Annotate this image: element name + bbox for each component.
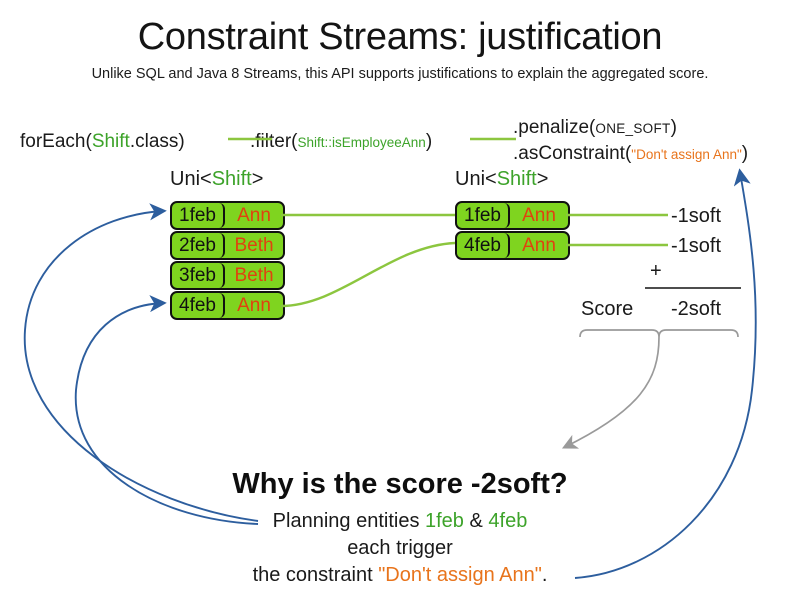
slide-subtitle: Unlike SQL and Java 8 Streams, this API … bbox=[91, 66, 709, 82]
sum-operator: + bbox=[650, 260, 662, 282]
penalize-suffix: ) bbox=[670, 117, 677, 138]
impact-value: -1soft bbox=[671, 205, 722, 227]
explanation-entity-b: 4feb bbox=[488, 510, 528, 532]
explanation-heading: Why is the score -2soft? bbox=[232, 468, 568, 500]
tuple-date: 4feb bbox=[457, 233, 510, 258]
score-brace bbox=[579, 329, 739, 338]
right-stream-label: Uni<Shift> bbox=[455, 168, 548, 191]
tuple-date: 1feb bbox=[172, 203, 225, 228]
right-tuple-row[interactable]: 1feb Ann bbox=[455, 201, 570, 230]
foreach-type: Shift bbox=[91, 131, 130, 152]
explanation-amp: & bbox=[463, 510, 489, 532]
as-constraint-prefix: .asConstraint( bbox=[513, 143, 632, 164]
explanation-constraint-name: "Don't assign Ann" bbox=[378, 564, 542, 586]
slide-title: Constraint Streams: justification bbox=[137, 16, 663, 58]
filter-suffix: ) bbox=[425, 131, 433, 152]
tuple-employee: Beth bbox=[234, 265, 274, 286]
foreach-prefix: forEach( bbox=[20, 131, 92, 152]
explanation-line-1: Planning entities 1feb & 4feb bbox=[0, 510, 800, 533]
explanation-entity-a: 1feb bbox=[425, 510, 464, 532]
tuple-employee: Ann bbox=[237, 295, 271, 316]
as-constraint-suffix: ) bbox=[741, 143, 749, 164]
code-as-constraint: .asConstraint("Don't assign Ann") bbox=[513, 143, 748, 165]
code-penalize: .penalize(ONE_SOFT) bbox=[513, 117, 677, 139]
stream-wire-4feb bbox=[280, 241, 456, 308]
tuple-date: 3feb bbox=[172, 263, 225, 288]
explanation-line-3-prefix: the constraint bbox=[252, 564, 379, 586]
explanation-line-3-suffix: . bbox=[541, 564, 548, 586]
left-stream-label-type: Shift bbox=[211, 168, 252, 190]
penalize-prefix: .penalize( bbox=[513, 117, 596, 138]
as-constraint-name: "Don't assign Ann" bbox=[631, 147, 742, 162]
tuple-date: 1feb bbox=[457, 203, 510, 228]
left-tuple-row[interactable]: 3feb Beth bbox=[170, 261, 285, 290]
code-filter: .filter(Shift::isEmployeeAnn) bbox=[250, 131, 432, 153]
left-stream-label-suffix: > bbox=[251, 168, 264, 190]
filter-method-ref: Shift::isEmployeeAnn bbox=[297, 135, 426, 150]
right-stream-label-type: Shift bbox=[496, 168, 537, 190]
right-stream-label-prefix: Uni< bbox=[455, 168, 497, 190]
filter-prefix: .filter( bbox=[250, 131, 298, 152]
left-tuple-row[interactable]: 2feb Beth bbox=[170, 231, 285, 260]
left-stream-label: Uni<Shift> bbox=[170, 168, 263, 191]
score-label: Score bbox=[581, 298, 634, 320]
tuple-date: 4feb bbox=[172, 293, 225, 318]
sum-divider bbox=[645, 287, 741, 289]
explanation-line-2: each trigger bbox=[347, 537, 453, 559]
explanation-line-1-prefix: Planning entities bbox=[272, 510, 425, 532]
tuple-employee: Ann bbox=[237, 205, 271, 226]
foreach-suffix: .class) bbox=[129, 131, 185, 152]
penalize-constant: ONE_SOFT bbox=[595, 121, 671, 136]
tuple-date: 2feb bbox=[172, 233, 225, 258]
score-explanation-arrow bbox=[561, 336, 660, 449]
left-stream-label-prefix: Uni< bbox=[170, 168, 212, 190]
right-tuple-row[interactable]: 4feb Ann bbox=[455, 231, 570, 260]
left-tuple-row[interactable]: 4feb Ann bbox=[170, 291, 285, 320]
explanation-line-3: the constraint "Don't assign Ann". bbox=[0, 564, 800, 587]
code-foreach: forEach(Shift.class) bbox=[20, 131, 185, 153]
right-stream-label-suffix: > bbox=[536, 168, 549, 190]
score-total-value: -2soft bbox=[671, 298, 722, 320]
tuple-employee: Ann bbox=[522, 205, 556, 226]
impact-value: -1soft bbox=[671, 235, 722, 257]
left-tuple-row[interactable]: 1feb Ann bbox=[170, 201, 285, 230]
tuple-employee: Beth bbox=[234, 235, 274, 256]
tuple-employee: Ann bbox=[522, 235, 556, 256]
